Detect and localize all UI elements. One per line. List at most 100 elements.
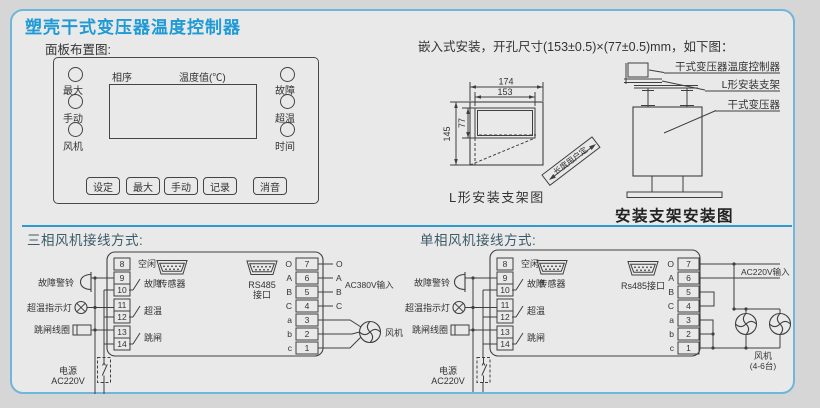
ac-line-letter: O: [336, 259, 343, 269]
rs485-label-1: RS485: [248, 280, 276, 290]
fan-icon: [768, 312, 792, 336]
terminal-number: 13: [117, 327, 127, 337]
led-label-fan: 风机: [63, 142, 83, 153]
button-max: 最大: [126, 177, 160, 195]
rs485-connector-icon: [246, 260, 278, 275]
mount-figure-caption: 安装支架安装图: [615, 208, 735, 225]
lamp-icon: [74, 300, 88, 315]
ac-line-letter: A: [336, 273, 342, 283]
temp-value-label: 温度值(℃): [179, 73, 226, 84]
panel-drawing: 最大 手动 风机 故障 超温 时间 相序 温度值(℃) 设定 最大 手动 记录 …: [53, 57, 319, 204]
power-label-2: AC220V: [431, 376, 465, 386]
single-phase-section-title: 单相风机接线方式:: [420, 233, 537, 248]
led-label-overtemp: 超温: [275, 114, 295, 125]
three-phase-section-title: 三相风机接线方式:: [27, 233, 144, 248]
phase-letter: c: [670, 343, 675, 353]
fault-contact-label: 故障: [144, 278, 162, 289]
terminal-number: 12: [500, 312, 510, 322]
dim-145: 145: [442, 126, 452, 141]
terminal-number: 2: [305, 329, 310, 339]
terminal-number: 14: [500, 339, 510, 349]
terminal-number: 10: [500, 285, 510, 295]
idle-label: 空闲: [521, 258, 539, 269]
mount-label-transformer: 干式变压器: [728, 98, 781, 111]
terminal-number: 8: [120, 259, 125, 269]
ac220-input-label: AC220V输入: [741, 267, 790, 277]
bracket-figure: 174 153 145 77 长度用户定: [442, 77, 601, 186]
phase-letter: a: [669, 315, 674, 325]
mount-figure-lines: [624, 62, 780, 198]
install-note: 嵌入式安装，开孔尺寸(153±0.5)×(77±0.5)mm，如下图：: [418, 40, 734, 54]
terminal-number: 4: [686, 301, 691, 311]
terminal-number: 1: [305, 343, 310, 353]
phase-letter: C: [286, 301, 292, 311]
terminal-number: 8: [503, 259, 508, 269]
phase-letter: O: [667, 259, 674, 269]
terminal-number: 6: [686, 273, 691, 283]
sensor-connector-icon: [536, 260, 568, 275]
button-mute: 消音: [253, 177, 287, 195]
coil-label: 跳闸线圈: [412, 324, 448, 335]
terminal-number: 4: [305, 301, 310, 311]
bell-icon: [79, 271, 92, 293]
mount-label-bracket: L形安装支架: [722, 78, 781, 91]
coil-label: 跳闸线圈: [34, 324, 70, 335]
sensor-connector-icon: [156, 260, 188, 275]
flap-note: 长度用户定: [551, 145, 589, 177]
fan-icon: [358, 320, 382, 344]
button-manual: 手动: [164, 177, 198, 195]
page-title: 塑壳干式变压器温度控制器: [25, 18, 241, 37]
phase-letter: B: [286, 287, 292, 297]
trip-contact-label: 跳闸: [527, 332, 545, 343]
phase-letter: C: [668, 301, 674, 311]
mount-figure: 干式变压器温度控制器 L形安装支架 干式变压器: [624, 60, 780, 198]
phase-letter: O: [285, 259, 292, 269]
phase-seq-label: 相序: [112, 73, 132, 84]
panel-layout-caption: 面板布置图:: [45, 43, 111, 57]
coil-icon: [72, 324, 92, 336]
fan-wires: [318, 319, 362, 349]
power-label-2: AC220V: [51, 376, 85, 386]
terminal-number: 13: [500, 327, 510, 337]
led-label-manual: 手动: [63, 114, 83, 125]
terminal-number: 7: [305, 259, 310, 269]
led-max: [67, 66, 83, 82]
terminal-number: 9: [120, 273, 125, 283]
power-switch-icon: [97, 357, 111, 383]
ac-input-wires: [318, 263, 333, 307]
contact-symbols: [129, 278, 141, 345]
power-switch-icon: [476, 357, 491, 383]
button-set: 设定: [86, 177, 120, 195]
led-fault: [279, 66, 295, 82]
rs485-label: Rs485接口: [621, 280, 665, 291]
bracket-figure-lines: [450, 82, 601, 186]
ac-line-letter: B: [336, 287, 342, 297]
phase-letter: a: [287, 315, 292, 325]
terminal-number: 11: [118, 300, 127, 310]
dim-174: 174: [498, 77, 513, 87]
three-phase-wiring: 8 9 10 11 12 13 14 空闲 故障 超温 跳闸 传感器 RS485…: [27, 251, 403, 394]
phase-letter: b: [669, 329, 674, 339]
phase-letter: c: [288, 343, 293, 353]
controller-body: [106, 251, 324, 357]
ac-and-fan-wires: [699, 262, 781, 350]
terminal-number: 3: [305, 315, 310, 325]
bell-label: 故障警铃: [414, 277, 450, 288]
bracket-figure-caption: L形安装支架图: [449, 190, 545, 205]
led-manual: [67, 93, 83, 109]
terminal-number: 2: [686, 329, 691, 339]
lamp-label: 超温指示灯: [405, 302, 450, 313]
terminal-number: 7: [686, 259, 691, 269]
sensor-label: 传感器: [538, 278, 565, 289]
power-label-1: 电源: [59, 365, 77, 376]
terminal-number: 5: [305, 287, 310, 297]
led-label-max: 最大: [63, 86, 83, 97]
terminal-number: 10: [117, 285, 127, 295]
sensor-label: 传感器: [158, 278, 185, 289]
lamp-icon: [452, 300, 466, 315]
terminal-number: 1: [686, 343, 691, 353]
fan-icon: [734, 312, 758, 336]
fan-label: 风机: [385, 327, 403, 338]
button-record: 记录: [203, 177, 237, 195]
